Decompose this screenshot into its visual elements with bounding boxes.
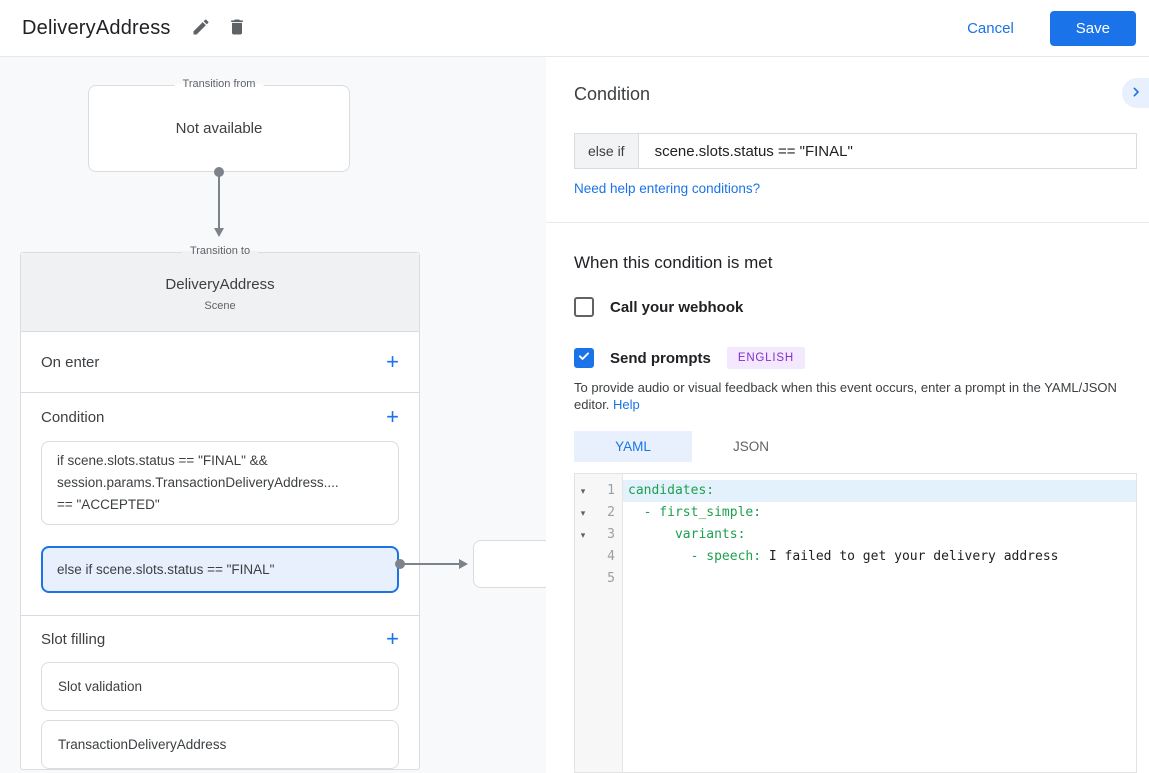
fold-arrow-icon[interactable]: ▾ xyxy=(580,530,586,540)
code-line xyxy=(623,568,1136,590)
condition-label: Condition xyxy=(41,408,105,426)
transition-from-node: Transition from Not available xyxy=(88,78,350,172)
connector-line xyxy=(218,172,220,228)
scene-name: DeliveryAddress xyxy=(165,276,275,293)
edit-scene-button[interactable] xyxy=(183,10,219,46)
call-webhook-checkbox[interactable] xyxy=(574,297,594,317)
on-enter-label: On enter xyxy=(41,353,100,371)
panel-title: Condition xyxy=(574,84,651,104)
add-slot-button[interactable]: + xyxy=(386,626,399,651)
editor-gutter: ▾ 1 ▾ 2 ▾ 3 4 5 xyxy=(575,474,623,772)
chevron-right-icon xyxy=(1122,84,1144,103)
save-button[interactable]: Save xyxy=(1049,10,1136,46)
code-line: candidates: xyxy=(623,480,1136,502)
condition-section: Condition + if scene.slots.status == "FI… xyxy=(21,393,419,616)
tab-json[interactable]: JSON xyxy=(732,439,769,454)
check-icon xyxy=(577,349,591,368)
prompt-description: To provide audio or visual feedback when… xyxy=(574,380,1117,412)
line-number: 1 xyxy=(607,483,615,498)
send-prompts-checkbox[interactable] xyxy=(574,348,594,368)
condition-panel: Condition else if Need help entering con… xyxy=(546,57,1149,773)
send-prompts-row: Send prompts ENGLISH xyxy=(574,347,805,369)
code-line: - speech: I failed to get your delivery … xyxy=(628,549,1059,564)
when-condition-title: When this condition is met xyxy=(574,253,773,272)
call-webhook-label[interactable]: Call your webhook xyxy=(610,298,744,316)
help-link[interactable]: Help xyxy=(613,397,640,412)
delete-scene-button[interactable] xyxy=(219,10,255,46)
transition-target-node[interactable] xyxy=(473,540,546,588)
slot-item-validation[interactable]: Slot validation xyxy=(41,662,399,711)
send-prompts-label[interactable]: Send prompts xyxy=(610,349,711,367)
pencil-icon xyxy=(191,17,211,40)
slot-filling-label: Slot filling xyxy=(41,630,106,648)
page-title: DeliveryAddress xyxy=(22,16,171,39)
fold-arrow-icon[interactable]: ▾ xyxy=(580,486,586,496)
line-number: 4 xyxy=(607,549,615,564)
scene-diagram: Transition from Not available Transition… xyxy=(0,57,546,773)
add-condition-button[interactable]: + xyxy=(386,404,399,429)
trash-icon xyxy=(227,17,247,40)
condition-help-link[interactable]: Need help entering conditions? xyxy=(574,181,761,196)
language-badge: ENGLISH xyxy=(726,347,805,369)
transition-to-legend: Transition to xyxy=(181,245,259,257)
slot-item-transaction-delivery-address[interactable]: TransactionDeliveryAddress xyxy=(41,720,399,769)
connector-dot xyxy=(395,559,405,569)
yaml-editor: ▾ 1 ▾ 2 ▾ 3 4 5 xyxy=(574,473,1137,773)
transition-to-node: Transition to DeliveryAddress Scene On e… xyxy=(20,245,420,770)
scene-type: Scene xyxy=(204,300,236,312)
main-content: Transition from Not available Transition… xyxy=(0,57,1149,773)
code-line: variants: xyxy=(628,527,746,542)
transition-from-content: Not available xyxy=(175,120,263,137)
transition-from-legend: Transition from xyxy=(174,78,264,90)
connector-line xyxy=(404,563,460,565)
line-number: 2 xyxy=(607,505,615,520)
fold-arrow-icon[interactable]: ▾ xyxy=(580,508,586,518)
condition-prefix: else if xyxy=(575,134,639,168)
on-enter-section: On enter + xyxy=(21,332,419,393)
webhook-row: Call your webhook xyxy=(574,297,743,317)
condition-item-elseif-selected[interactable]: else if scene.slots.status == "FINAL" xyxy=(41,546,399,593)
condition-input-row: else if xyxy=(574,133,1137,169)
cancel-button[interactable]: Cancel xyxy=(967,19,1014,37)
editor-tabs: YAML JSON xyxy=(574,431,810,462)
code-line: - first_simple: xyxy=(628,505,762,520)
tab-yaml[interactable]: YAML xyxy=(574,431,692,462)
arrow-right-icon xyxy=(459,559,468,569)
slot-filling-section: Slot filling + Slot validation Transacti… xyxy=(21,616,419,769)
collapse-panel-button[interactable] xyxy=(1122,78,1149,108)
condition-expression-input[interactable] xyxy=(638,134,1136,168)
scene-card-header: DeliveryAddress Scene xyxy=(21,253,419,332)
line-number: 5 xyxy=(607,571,615,586)
app-header: DeliveryAddress Cancel Save xyxy=(0,0,1149,57)
divider xyxy=(546,222,1149,223)
condition-item-if[interactable]: if scene.slots.status == "FINAL" && sess… xyxy=(41,441,399,525)
line-number: 3 xyxy=(607,527,615,542)
editor-code-area[interactable]: candidates: - first_simple: variants: - … xyxy=(623,474,1136,772)
add-on-enter-button[interactable]: + xyxy=(386,349,399,374)
arrow-down-icon xyxy=(214,228,224,237)
